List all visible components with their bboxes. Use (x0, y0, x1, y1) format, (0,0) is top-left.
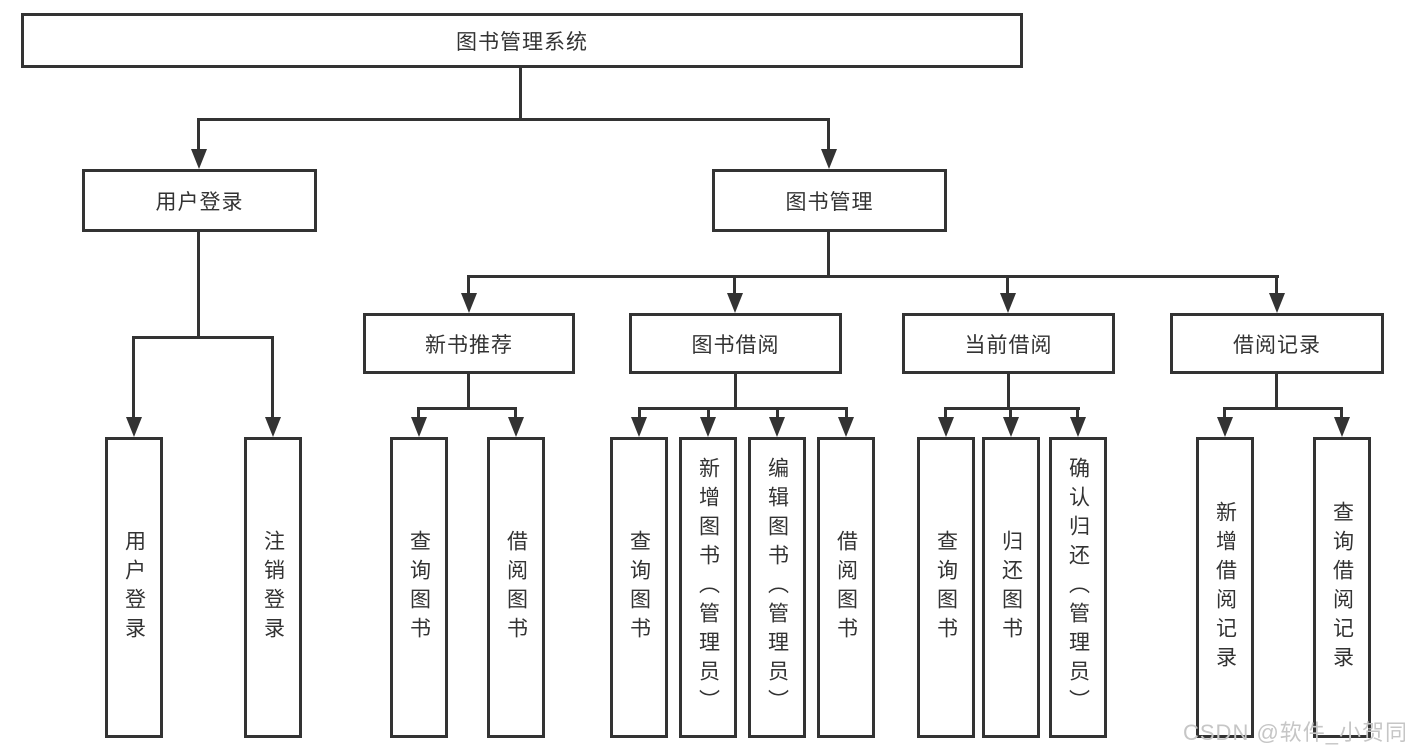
leaf-add-borrow-record-label: 新增借阅记录 (1213, 500, 1237, 675)
leaf-user-login-label: 用户登录 (122, 529, 146, 646)
arrow-down-icon (1003, 417, 1019, 437)
arrow-down-icon (727, 293, 743, 313)
connector-book-mgmt-hline (467, 275, 1279, 278)
node-current-borrow: 当前借阅 (902, 313, 1115, 374)
node-new-book-recommend: 新书推荐 (363, 313, 575, 374)
leaf-query-borrow-record-label: 查询借阅记录 (1330, 500, 1354, 675)
leaf-borrow-book-recommend-label: 借阅图书 (504, 529, 528, 646)
leaf-borrow-book-borrow-label: 借阅图书 (834, 529, 858, 646)
connector-current-borrow-stub-3 (1076, 407, 1079, 420)
leaf-query-book-recommend: 查询图书 (390, 437, 448, 738)
arrow-down-icon (938, 417, 954, 437)
leaf-edit-book-admin-label: 编辑图书（管理员） (765, 457, 789, 718)
leaf-add-borrow-record: 新增借阅记录 (1196, 437, 1254, 738)
arrow-down-icon (126, 417, 142, 437)
node-new-book-recommend-label: 新书推荐 (425, 333, 513, 357)
leaf-borrow-book-recommend: 借阅图书 (487, 437, 545, 738)
node-book-management: 图书管理 (712, 169, 947, 232)
connector-borrow-record-hline (1223, 407, 1343, 410)
connector-book-borrow-hline (638, 407, 848, 410)
connector-borrow-record-stub-2 (1340, 407, 1343, 420)
connector-new-book-hline (417, 407, 517, 410)
leaf-logout-label: 注销登录 (261, 529, 285, 646)
arrow-down-icon (411, 417, 427, 437)
arrow-down-icon (700, 417, 716, 437)
connector-book-mgmt-stub-1 (467, 275, 470, 296)
leaf-edit-book-admin: 编辑图书（管理员） (748, 437, 806, 738)
connector-book-mgmt-stub-3 (1006, 275, 1009, 296)
connector-user-login-stub-1 (132, 336, 135, 420)
leaf-confirm-return-admin-label: 确认归还（管理员） (1066, 457, 1090, 718)
leaf-add-book-admin-label: 新增图书（管理员） (696, 457, 720, 718)
csdn-watermark: CSDN @软件_小贺同学 (1183, 720, 1405, 745)
leaf-query-book-borrow: 查询图书 (610, 437, 668, 738)
arrow-down-icon (631, 417, 647, 437)
connector-current-borrow-hline (944, 407, 1080, 410)
connector-book-borrow-stub-3 (776, 407, 779, 420)
node-book-borrow-label: 图书借阅 (691, 333, 780, 357)
node-root: 图书管理系统 (21, 13, 1023, 68)
connector-user-login-hline (132, 336, 274, 339)
node-borrow-record: 借阅记录 (1170, 313, 1384, 374)
connector-new-book-stub-2 (514, 407, 517, 420)
leaf-confirm-return-admin: 确认归还（管理员） (1049, 437, 1107, 738)
leaf-borrow-book-borrow: 借阅图书 (817, 437, 875, 738)
leaf-query-book-current-label: 查询图书 (934, 529, 958, 646)
arrow-down-icon (508, 417, 524, 437)
connector-user-login-stub-2 (271, 336, 274, 420)
arrow-down-icon (769, 417, 785, 437)
connector-book-mgmt-stub-4 (1275, 275, 1278, 296)
arrow-down-icon (265, 417, 281, 437)
arrow-down-icon (821, 149, 837, 169)
leaf-return-book-label: 归还图书 (999, 529, 1023, 646)
node-current-borrow-label: 当前借阅 (964, 333, 1053, 357)
node-book-management-label: 图书管理 (785, 190, 874, 214)
leaf-logout: 注销登录 (244, 437, 302, 738)
connector-root-stub-right (827, 118, 830, 150)
arrow-down-icon (191, 149, 207, 169)
node-borrow-record-label: 借阅记录 (1233, 333, 1321, 357)
arrow-down-icon (1334, 417, 1350, 437)
connector-root-vline (519, 68, 522, 118)
connector-current-borrow-stub-2 (1009, 407, 1012, 420)
connector-book-borrow-vline (734, 374, 737, 407)
connector-book-mgmt-vline (827, 232, 830, 275)
leaf-query-book-borrow-label: 查询图书 (627, 529, 651, 646)
arrow-down-icon (1000, 293, 1016, 313)
connector-borrow-record-stub-1 (1223, 407, 1226, 420)
leaf-user-login: 用户登录 (105, 437, 163, 738)
node-user-login-label: 用户登录 (155, 190, 244, 214)
leaf-query-book-current: 查询图书 (917, 437, 975, 738)
connector-book-borrow-stub-4 (845, 407, 848, 420)
arrow-down-icon (838, 417, 854, 437)
leaf-return-book: 归还图书 (982, 437, 1040, 738)
connector-book-borrow-stub-2 (707, 407, 710, 420)
leaf-add-book-admin: 新增图书（管理员） (679, 437, 737, 738)
leaf-query-book-recommend-label: 查询图书 (407, 529, 431, 646)
arrow-down-icon (1217, 417, 1233, 437)
node-root-label: 图书管理系统 (456, 30, 588, 54)
node-book-borrow: 图书借阅 (629, 313, 842, 374)
arrow-down-icon (1269, 293, 1285, 313)
connector-book-borrow-stub-1 (638, 407, 641, 420)
connector-root-hline (197, 118, 830, 121)
connector-new-book-stub-1 (417, 407, 420, 420)
connector-root-stub-left (197, 118, 200, 150)
arrow-down-icon (461, 293, 477, 313)
connector-book-mgmt-stub-2 (733, 275, 736, 296)
arrow-down-icon (1070, 417, 1086, 437)
connector-user-login-vline (197, 232, 200, 336)
leaf-query-borrow-record: 查询借阅记录 (1313, 437, 1371, 738)
node-user-login: 用户登录 (82, 169, 317, 232)
connector-new-book-vline (467, 374, 470, 407)
connector-current-borrow-stub-1 (944, 407, 947, 420)
connector-current-borrow-vline (1007, 374, 1010, 407)
connector-borrow-record-vline (1275, 374, 1278, 407)
